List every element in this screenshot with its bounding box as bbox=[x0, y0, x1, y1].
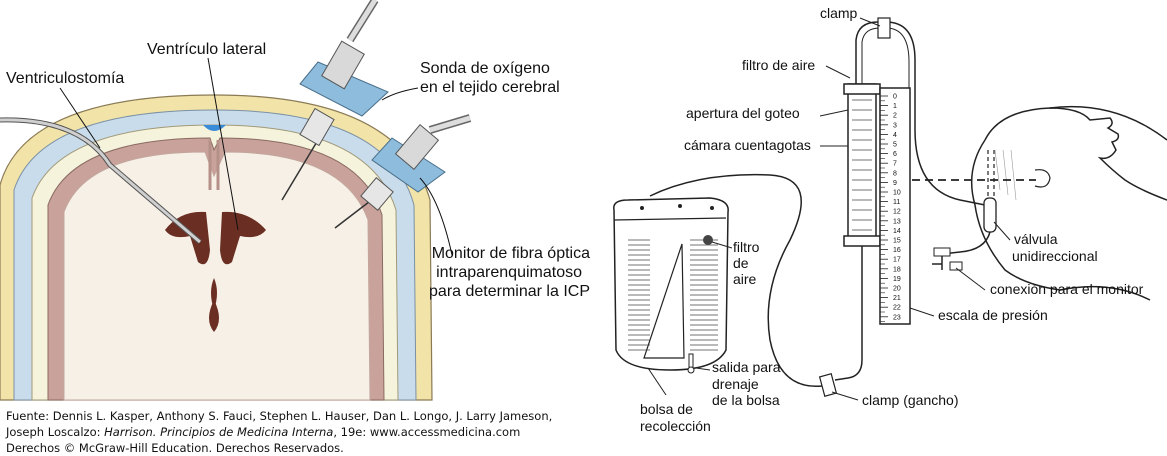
collection-bag bbox=[614, 198, 728, 373]
label-collection-bag-1: bolsa de bbox=[640, 401, 693, 417]
scale-tick-label: 22 bbox=[893, 305, 901, 312]
label-bag-air-filter-3: aire bbox=[733, 271, 757, 287]
label-clamp-top: clamp bbox=[820, 5, 858, 21]
scale-tick-label: 0 bbox=[893, 94, 897, 101]
scale-tick-label: 20 bbox=[893, 286, 901, 293]
label-bag-outlet-1: salida para bbox=[712, 359, 781, 375]
label-lateral-ventricle: Ventrículo lateral bbox=[147, 41, 266, 58]
label-fiber-monitor-3: para determinar la ICP bbox=[429, 283, 590, 300]
scale-tick-label: 1 bbox=[893, 103, 897, 110]
label-pressure-scale: escala de presión bbox=[938, 307, 1048, 323]
scale-tick-label: 3 bbox=[893, 122, 897, 129]
label-fiber-monitor-1: Monitor de fibra óptica bbox=[432, 245, 590, 262]
label-fiber-monitor-2: intraparenquimatoso bbox=[436, 264, 582, 281]
brain-illustration: Ventriculostomía Ventrículo lateral Sond… bbox=[0, 0, 590, 455]
scale-tick-label: 16 bbox=[893, 247, 901, 254]
scale-tick-label: 5 bbox=[893, 142, 897, 149]
patient-head bbox=[972, 107, 1167, 300]
source-line-3: Derechos © McGraw-Hill Education. Derech… bbox=[6, 441, 344, 455]
valve-shape bbox=[984, 198, 996, 232]
label-bag-outlet-3: de la bolsa bbox=[712, 392, 780, 408]
label-valve-2: unidireccional bbox=[1012, 248, 1098, 264]
scale-tick-label: 21 bbox=[893, 295, 901, 302]
scale-tick-label: 2 bbox=[893, 113, 897, 120]
source-line-2-prefix: Joseph Loscalzo: bbox=[5, 425, 104, 439]
label-bag-air-filter-1: filtro bbox=[733, 239, 760, 255]
label-drip-opening: apertura del goteo bbox=[686, 105, 800, 121]
scale-tick-label: 15 bbox=[893, 238, 901, 245]
leader-oxygen-probe bbox=[382, 88, 418, 100]
label-air-filter-top: filtro de aire bbox=[742, 57, 815, 73]
scale-tick-label: 6 bbox=[893, 151, 897, 158]
label-bag-outlet-2: drenaje bbox=[712, 376, 759, 392]
scale-tick-label: 23 bbox=[893, 314, 901, 321]
label-drip-chamber: cámara cuentagotas bbox=[684, 137, 811, 153]
scale-tick-label: 7 bbox=[893, 161, 897, 168]
monitor-connection-shape bbox=[932, 248, 962, 270]
tubing-down bbox=[835, 246, 862, 380]
scale-tick-label: 13 bbox=[893, 218, 901, 225]
scale-tick-label: 18 bbox=[893, 266, 901, 273]
clamp-top-shape bbox=[878, 18, 890, 38]
scale-tick-label: 12 bbox=[893, 209, 901, 216]
label-ventriculostomy: Ventriculostomía bbox=[6, 70, 124, 87]
label-clamp-hook: clamp (gancho) bbox=[862, 392, 959, 408]
scale-tick-label: 17 bbox=[893, 257, 901, 264]
source-line-2-italic: Harrison. Principios de Medicina Interna bbox=[104, 425, 333, 439]
label-oxygen-probe-2: en el tejido cerebral bbox=[420, 79, 560, 96]
scale-tick-label: 19 bbox=[893, 276, 901, 283]
scale-tick-label: 8 bbox=[893, 170, 897, 177]
scale-tick-label: 4 bbox=[893, 132, 897, 139]
scale-tick-label: 11 bbox=[893, 199, 900, 206]
scale-tick-label: 9 bbox=[893, 180, 897, 187]
scale-tick-label: 14 bbox=[893, 228, 901, 235]
label-valve-1: válvula bbox=[1014, 231, 1058, 247]
source-line-1: Fuente: Dennis L. Kasper, Anthony S. Fau… bbox=[6, 409, 552, 423]
label-monitor-connection: conexión para el monitor bbox=[990, 281, 1144, 297]
source-line-2-suffix: , 19e: www.accessmedicina.com bbox=[333, 425, 520, 439]
label-bag-air-filter-2: de bbox=[733, 255, 749, 271]
label-collection-bag-2: recolección bbox=[640, 418, 711, 434]
label-oxygen-probe-1: Sonda de oxígeno bbox=[420, 60, 550, 77]
scale-tick-label: 10 bbox=[893, 190, 901, 197]
source-line-2: Joseph Loscalzo: Harrison. Principios de… bbox=[5, 425, 520, 439]
